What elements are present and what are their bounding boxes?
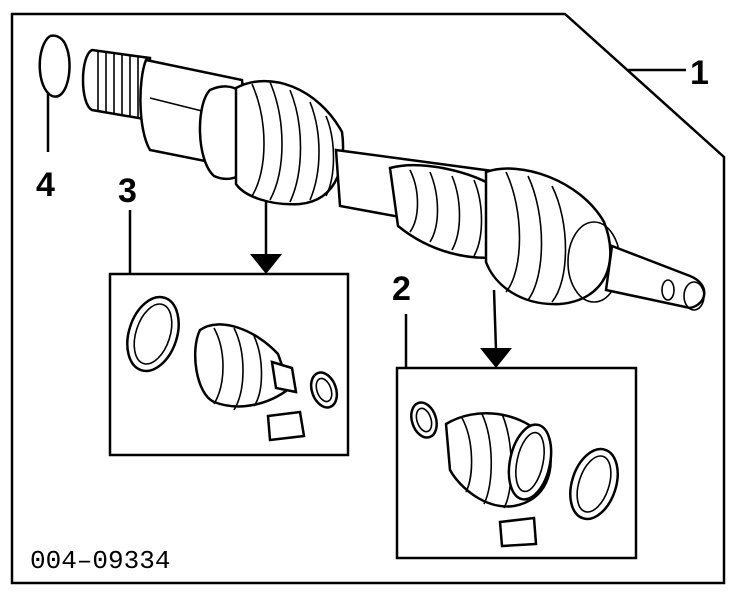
outer-boot-kit-box	[395, 366, 638, 560]
callout-2: 2	[392, 270, 411, 308]
part-number: 004–09334	[30, 546, 170, 576]
diagram-frame	[10, 12, 726, 585]
callout-4: 4	[36, 166, 55, 204]
axle-shaft-assembly	[81, 48, 706, 311]
inner-boot-kit-parts	[126, 295, 339, 442]
callout-1: 1	[690, 54, 709, 92]
callout-3: 3	[118, 172, 137, 210]
arrow-to-kit-3	[250, 202, 282, 274]
arrow-to-kit-2	[480, 289, 512, 368]
circlip	[38, 34, 71, 98]
outer-boot-kit-parts	[410, 401, 619, 548]
inner-boot-kit-box	[108, 272, 350, 457]
